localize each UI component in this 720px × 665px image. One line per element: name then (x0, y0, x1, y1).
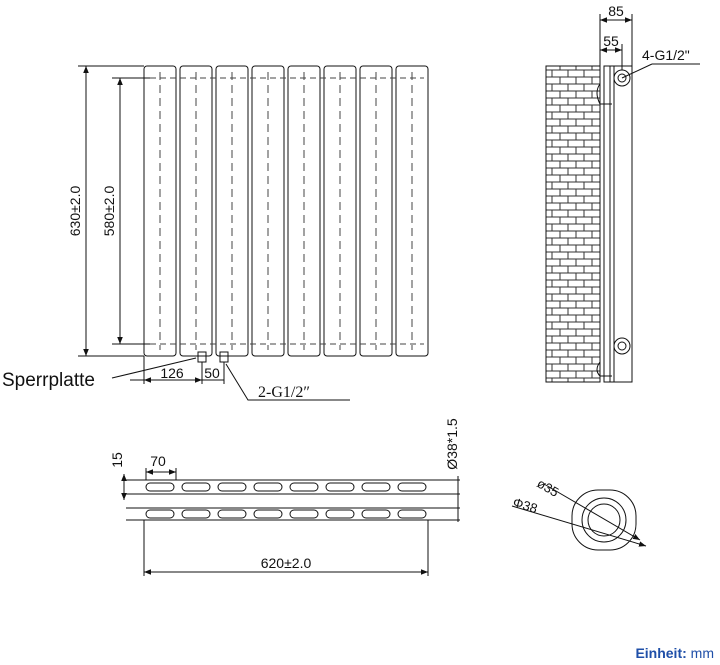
front-view (78, 65, 429, 401)
column (395, 65, 429, 357)
side-view (545, 14, 700, 383)
wall-bracket (596, 83, 612, 105)
bottom-connections (197, 351, 229, 363)
column (251, 65, 285, 357)
column (323, 65, 357, 357)
plate-leader (111, 357, 197, 379)
front-connection-label: 2-G1/2″ (258, 384, 310, 401)
side-connections (613, 69, 631, 355)
radiator-side-profile (603, 65, 633, 383)
section-ring-inner (587, 503, 621, 537)
column (143, 65, 177, 357)
column (215, 65, 249, 357)
dim-126-label: 126 (160, 365, 184, 381)
height-total-label: 630±2.0 (67, 186, 83, 237)
radiator-columns (143, 65, 429, 357)
pitch-label: 70 (150, 453, 166, 469)
top-view (121, 468, 460, 576)
gap-label: 15 (109, 452, 125, 468)
connection-leader (225, 363, 350, 401)
brick-wall (545, 65, 601, 383)
side-connection-label: 4-G1/2" (642, 47, 690, 63)
column (179, 65, 213, 357)
unit-key: Einheit: (635, 645, 687, 661)
height-axis-label: 580±2.0 (101, 186, 117, 237)
bottom-dimensions (130, 356, 225, 384)
plate-label: Sperrplatte (2, 370, 95, 391)
tube-section (511, 483, 647, 551)
height-dimensions (78, 65, 150, 357)
unit-value: mm (690, 645, 714, 661)
column (359, 65, 393, 357)
section-inner-label: ø35 (535, 476, 562, 500)
depth-dimensions (599, 14, 700, 79)
width-label: 620±2.0 (261, 555, 312, 571)
dim-50-label: 50 (204, 365, 220, 381)
tube-row-back (145, 509, 427, 519)
tube-dim-label: Ø38*1.5 (444, 418, 460, 470)
wall-bracket (596, 361, 612, 377)
header-hidden-lines (150, 77, 424, 345)
section-ring-outer (581, 497, 627, 543)
depth-axis-label: 55 (603, 33, 619, 49)
column (287, 65, 321, 357)
column-centerlines (159, 72, 413, 350)
tube-row-front (145, 482, 427, 492)
section-outer (571, 489, 637, 551)
section-outer-label: Φ38 (511, 495, 539, 517)
depth-total-label: 85 (608, 3, 624, 19)
unit-note: Einheit: mm (635, 645, 714, 661)
